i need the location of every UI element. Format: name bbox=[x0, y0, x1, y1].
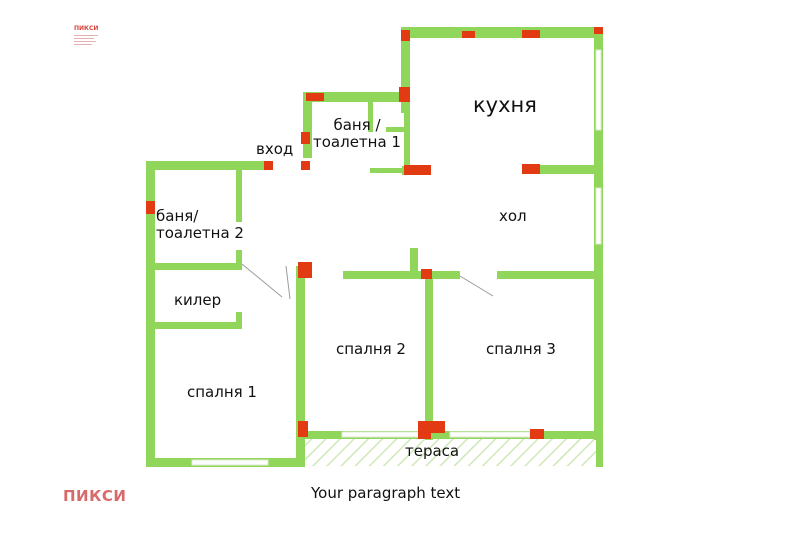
room-label-bedroom1: спалня 1 bbox=[187, 383, 257, 401]
windows bbox=[191, 49, 602, 466]
columns bbox=[146, 27, 603, 439]
logo-line bbox=[74, 44, 92, 45]
wall-bath2-bottom bbox=[155, 263, 242, 270]
room-label-hall: хол bbox=[499, 207, 527, 225]
wall-bath1-bottom bbox=[370, 168, 406, 173]
wall-bedroom-mid-stub bbox=[410, 248, 418, 279]
wall-left-top bbox=[146, 161, 272, 170]
caption-text: Your paragraph text bbox=[311, 484, 461, 502]
wall-bedroom2-top bbox=[343, 271, 418, 279]
wall-kitchen-left bbox=[401, 27, 410, 113]
window-bedroom2 bbox=[341, 431, 421, 438]
column bbox=[404, 165, 431, 175]
room-label-bath2: баня/ тоалетна 2 bbox=[156, 207, 244, 243]
room-label-kitchen: кухня bbox=[473, 93, 537, 117]
window-hall-right bbox=[595, 187, 602, 245]
column bbox=[298, 421, 308, 437]
logo-title: ПИКСИ bbox=[74, 25, 99, 32]
wall-bedroom3-top-left bbox=[418, 271, 460, 279]
column bbox=[146, 201, 155, 214]
logo-line bbox=[74, 41, 96, 42]
door-swing-bedroom2 bbox=[285, 265, 291, 300]
brand-name: ПИКСИ bbox=[63, 487, 127, 505]
column bbox=[306, 93, 324, 101]
room-label-entrance: вход bbox=[256, 140, 294, 158]
column bbox=[418, 421, 431, 439]
column bbox=[301, 161, 310, 170]
logo: ПИКСИ bbox=[66, 26, 100, 48]
wall-bed2-bed3 bbox=[425, 271, 433, 440]
column bbox=[522, 30, 540, 38]
column bbox=[431, 421, 445, 433]
window-bedroom1 bbox=[191, 459, 269, 466]
column bbox=[298, 262, 312, 278]
wall-bath2-right bbox=[236, 170, 242, 222]
wall-bath1-shelf bbox=[386, 127, 406, 132]
room-label-bedroom2: спалня 2 bbox=[336, 340, 406, 358]
wall-right-lower bbox=[594, 180, 603, 440]
wall-closet-bottom bbox=[155, 322, 242, 329]
column bbox=[530, 429, 544, 439]
door-swing-bedroom3 bbox=[459, 275, 494, 297]
column bbox=[594, 27, 603, 34]
wall-kitchen-bottom bbox=[528, 165, 603, 174]
wall-bed1-bed2 bbox=[296, 266, 305, 467]
room-label-bedroom3: спалня 3 bbox=[486, 340, 556, 358]
wall-bath1-top bbox=[304, 92, 410, 102]
column bbox=[462, 31, 475, 38]
terrace-area bbox=[304, 438, 598, 466]
wall-kitchen-left-lower bbox=[404, 110, 410, 170]
window-bedroom3 bbox=[449, 431, 531, 438]
column bbox=[399, 87, 410, 102]
room-label-bath1: баня / тоалетна 1 bbox=[313, 116, 401, 152]
wall-closet-right-lower bbox=[236, 312, 242, 329]
column bbox=[301, 132, 310, 144]
wall-kitchen-top bbox=[402, 27, 603, 38]
wall-bath1-left bbox=[303, 92, 312, 158]
wall-bath1-inner bbox=[368, 100, 373, 132]
column bbox=[401, 30, 410, 41]
column bbox=[264, 161, 273, 170]
wall-terrace-right bbox=[596, 431, 603, 467]
logo-line bbox=[74, 38, 94, 39]
column bbox=[421, 269, 432, 279]
doors bbox=[241, 263, 494, 300]
logo-line bbox=[74, 35, 98, 36]
wall-closet-right bbox=[236, 250, 242, 270]
room-label-closet: килер bbox=[174, 291, 222, 309]
room-label-terrace: тераса bbox=[405, 442, 460, 460]
wall-bedroom3-top-right bbox=[497, 271, 603, 279]
door-swing-bath2 bbox=[241, 263, 283, 298]
window-kitchen-right bbox=[595, 49, 602, 131]
wall-left-outer bbox=[146, 161, 155, 467]
column bbox=[522, 164, 540, 174]
wall-terrace-left bbox=[298, 431, 305, 467]
